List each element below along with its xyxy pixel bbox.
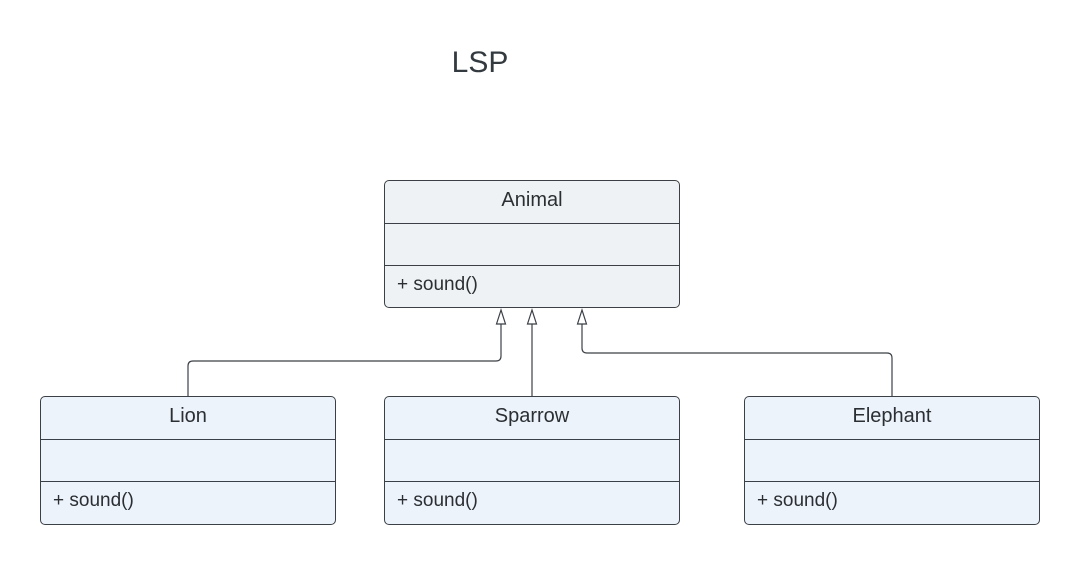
class-method: + sound() — [757, 490, 838, 511]
class-attributes — [385, 440, 679, 482]
diagram-title: LSP — [451, 46, 509, 79]
class-name: Elephant — [745, 397, 1039, 440]
class-attributes — [385, 224, 679, 266]
class-method: + sound() — [397, 274, 478, 295]
class-method: + sound() — [397, 490, 478, 511]
elephant-inheritance-arrowhead — [576, 308, 588, 325]
class-attributes — [745, 440, 1039, 482]
class-name: Sparrow — [385, 397, 679, 440]
class-animal[interactable]: Animal + sound() — [384, 180, 680, 308]
class-sparrow[interactable]: Sparrow + sound() — [384, 396, 680, 525]
elephant-to-animal-line — [581, 324, 893, 396]
sparrow-inheritance-arrowhead — [526, 308, 538, 325]
class-method: + sound() — [53, 490, 134, 511]
class-name: Lion — [41, 397, 335, 440]
class-name: Animal — [385, 181, 679, 224]
lion-to-animal-line — [187, 324, 502, 396]
class-attributes — [41, 440, 335, 482]
class-elephant[interactable]: Elephant + sound() — [744, 396, 1040, 525]
lion-inheritance-arrowhead — [495, 308, 507, 325]
class-lion[interactable]: Lion + sound() — [40, 396, 336, 525]
